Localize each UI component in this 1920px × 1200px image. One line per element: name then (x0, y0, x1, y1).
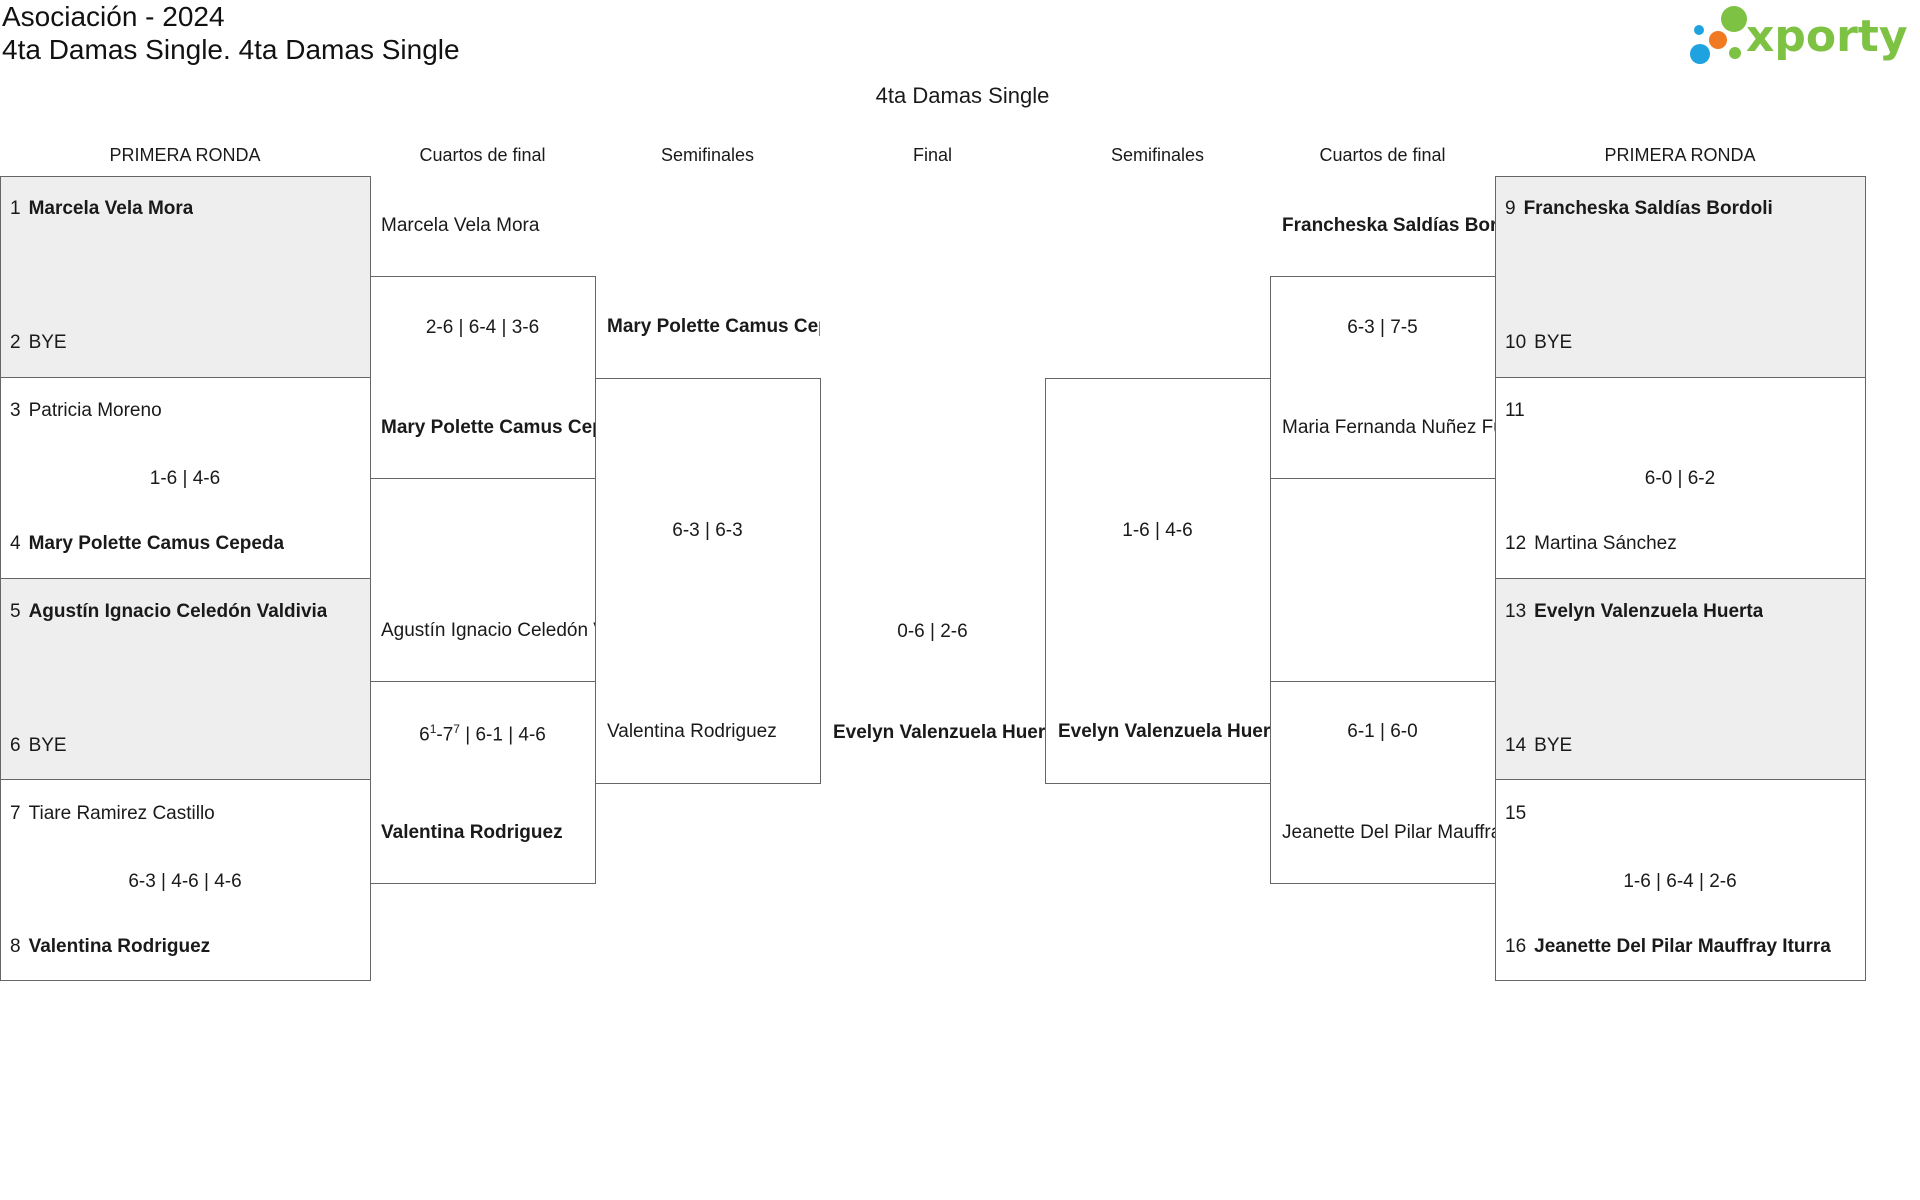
draw-title: 4ta Damas Single (875, 83, 1050, 108)
seed-number: 13 (1505, 601, 1527, 622)
match-box-r1-6 (1495, 377, 1866, 579)
match-score: 2-6 | 6-4 | 3-6 (425, 317, 540, 338)
sf-player[interactable]: Valentina Rodriguez (607, 721, 777, 742)
col-right-sf: Semifinales (1110, 145, 1205, 165)
seed-number: 7 (10, 803, 21, 824)
match-box-r1-8 (1495, 779, 1866, 981)
match-box-sf-left (595, 378, 821, 784)
match-box-qf-3 (1270, 276, 1496, 479)
player-row: 11 (1505, 400, 1533, 422)
player-row: 7 Tiare Ramirez Castillo (10, 803, 215, 825)
qf-player[interactable]: Agustín Ignacio Celedón Valdivia (381, 620, 595, 641)
final-score: 0-6 | 2-6 (897, 621, 968, 642)
player-row: 9 Francheska Saldías Bordoli (1505, 198, 1773, 220)
player-row: 16 Jeanette Del Pilar Mauffray Iturra (1505, 936, 1831, 958)
champion-name[interactable]: Evelyn Valenzuela Huerta (833, 722, 1045, 743)
seed-number: 8 (10, 936, 21, 957)
tiebreak-sup: 7 (453, 722, 460, 736)
player-name[interactable]: Francheska Saldías Bordoli (1523, 198, 1773, 219)
match-score: 1-6 | 4-6 (1122, 520, 1193, 541)
col-right-r1: PRIMERA RONDA (1604, 145, 1756, 165)
player-name[interactable]: Evelyn Valenzuela Huerta (1534, 601, 1764, 622)
player-row: 13 Evelyn Valenzuela Huerta (1505, 601, 1763, 623)
seed-number: 14 (1505, 735, 1527, 756)
player-name[interactable]: Mary Polette Camus Cepeda (28, 533, 285, 554)
qf-player[interactable]: Marcela Vela Mora (381, 215, 540, 236)
player-row: 3 Patricia Moreno (10, 400, 162, 422)
player-name[interactable]: Marcela Vela Mora (28, 198, 194, 219)
player-name[interactable]: Agustín Ignacio Celedón Valdivia (28, 601, 328, 622)
match-score: 6-3 | 7-5 (1347, 317, 1418, 338)
player-name[interactable]: Valentina Rodriguez (28, 936, 211, 957)
player-name: BYE (28, 735, 67, 756)
player-name[interactable]: Jeanette Del Pilar Mauffray Iturra (1534, 936, 1831, 957)
player-name[interactable]: Tiare Ramirez Castillo (28, 803, 215, 824)
association-title: Asociación - 2024 (2, 1, 225, 32)
seed-number: 5 (10, 601, 21, 622)
xporty-logo-icon: xporty (1690, 6, 1908, 64)
player-name[interactable]: Patricia Moreno (28, 400, 162, 421)
player-row: 10 BYE (1505, 332, 1572, 354)
xporty-logo[interactable]: xporty (1686, 4, 1916, 70)
player-name: BYE (1534, 735, 1573, 756)
match-box-r1-2 (0, 377, 371, 579)
match-score: 1-6 | 6-4 | 2-6 (1623, 871, 1737, 892)
match-score: 6-0 | 6-2 (1644, 468, 1716, 489)
match-box-qf-1 (370, 276, 596, 479)
seed-number: 16 (1505, 936, 1527, 957)
logo-text: xporty (1746, 11, 1908, 62)
tiebreak-sup: 1 (429, 722, 437, 736)
match-box-qf-4 (1270, 681, 1496, 884)
player-row: 14 BYE (1505, 735, 1572, 757)
seed-number: 1 (10, 198, 21, 219)
match-box-r1-1 (0, 176, 371, 378)
player-row: 5 Agustín Ignacio Celedón Valdivia (10, 601, 327, 623)
match-score: 6-3 | 6-3 (672, 520, 743, 541)
seed-number: 15 (1505, 803, 1527, 824)
score-part: | 6-1 | 4-6 (459, 724, 546, 746)
tournament-title: 4ta Damas Single. 4ta Damas Single (2, 34, 460, 65)
seed-number: 9 (1505, 198, 1516, 219)
match-score: 1-6 | 4-6 (149, 468, 221, 489)
seed-number: 3 (10, 400, 21, 421)
sf-player[interactable]: Mary Polette Camus Cepeda (607, 316, 820, 337)
col-final: Final (912, 145, 952, 165)
score-part: 6 (419, 724, 430, 746)
player-name[interactable]: Martina Sánchez (1534, 533, 1677, 554)
qf-player[interactable]: Jeanette Del Pilar Mauffray Iturra (1282, 822, 1495, 843)
player-row: 1 Marcela Vela Mora (10, 198, 193, 220)
player-name: BYE (1534, 332, 1573, 353)
qf-player[interactable]: Francheska Saldías Bordoli (1282, 215, 1495, 236)
qf-player[interactable]: Mary Polette Camus Cepeda (381, 417, 595, 438)
player-name: BYE (28, 332, 67, 353)
seed-number: 6 (10, 735, 21, 756)
match-score-tiebreak: 61-77 | 6-1 | 4-6 (370, 722, 595, 746)
player-row: 2 BYE (10, 332, 67, 354)
match-score: 6-1 | 6-0 (1347, 721, 1418, 742)
seed-number: 10 (1505, 332, 1527, 353)
col-right-qf: Cuartos de final (1319, 145, 1446, 165)
seed-number: 2 (10, 332, 21, 353)
seed-number: 11 (1505, 400, 1525, 421)
seed-number: 12 (1505, 533, 1527, 554)
col-left-r1: PRIMERA RONDA (109, 145, 261, 165)
score-part: -7 (436, 724, 454, 746)
match-box-r1-4 (0, 779, 371, 981)
player-row: 8 Valentina Rodriguez (10, 936, 210, 958)
match-box-sf-right (1045, 378, 1271, 784)
player-row: 12 Martina Sánchez (1505, 533, 1677, 555)
match-box-qf-2 (370, 681, 596, 884)
match-score: 6-3 | 4-6 | 4-6 (128, 871, 242, 892)
player-row: 6 BYE (10, 735, 67, 757)
player-row: 4 Mary Polette Camus Cepeda (10, 533, 284, 555)
qf-player[interactable]: Valentina Rodriguez (381, 822, 563, 843)
qf-player[interactable]: Maria Fernanda Nuñez Fuentes (1282, 417, 1495, 438)
col-left-sf: Semifinales (660, 145, 755, 165)
sf-player[interactable]: Evelyn Valenzuela Huerta (1058, 721, 1270, 742)
player-row: 15 (1505, 803, 1534, 825)
seed-number: 4 (10, 533, 21, 554)
col-left-qf: Cuartos de final (419, 145, 546, 165)
